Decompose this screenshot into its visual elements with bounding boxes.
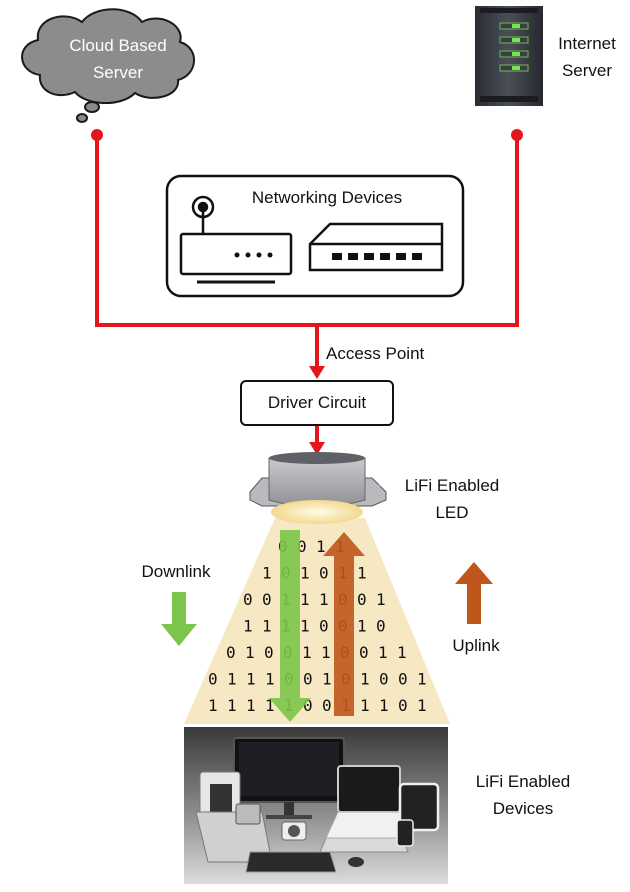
driver-circuit-label: Driver Circuit — [267, 393, 367, 412]
switch-icon — [308, 222, 444, 272]
downlink-label: Downlink — [141, 562, 211, 581]
light-cone — [184, 518, 450, 724]
led-icon — [249, 452, 387, 524]
uplink-arrow-icon — [455, 562, 493, 624]
cloud-icon — [21, 8, 195, 123]
internet-to-access-line — [317, 135, 519, 327]
driver-circuit-box: Driver Circuit — [240, 380, 394, 426]
uplink-label: Uplink — [452, 636, 500, 655]
server-icon — [475, 6, 543, 106]
downlink-arrow-icon — [161, 592, 197, 646]
internet-connector-dot — [511, 129, 523, 141]
downlink-stream-arrow — [269, 530, 311, 722]
connection-lines — [95, 135, 519, 446]
cloud-connector-dot — [91, 129, 103, 141]
networking-devices-label: Networking Devices — [251, 188, 403, 207]
router-icon — [179, 195, 293, 284]
access-point-label: Access Point — [326, 344, 425, 363]
led-arrowhead — [309, 442, 325, 455]
devices-illustration — [195, 737, 440, 873]
uplink-stream-arrow — [323, 532, 365, 716]
switch-ports — [332, 253, 422, 260]
access-point-arrowhead — [309, 366, 325, 379]
router-lights — [234, 252, 273, 258]
cloud-to-access-line — [95, 135, 317, 327]
networking-devices-box — [165, 174, 465, 298]
